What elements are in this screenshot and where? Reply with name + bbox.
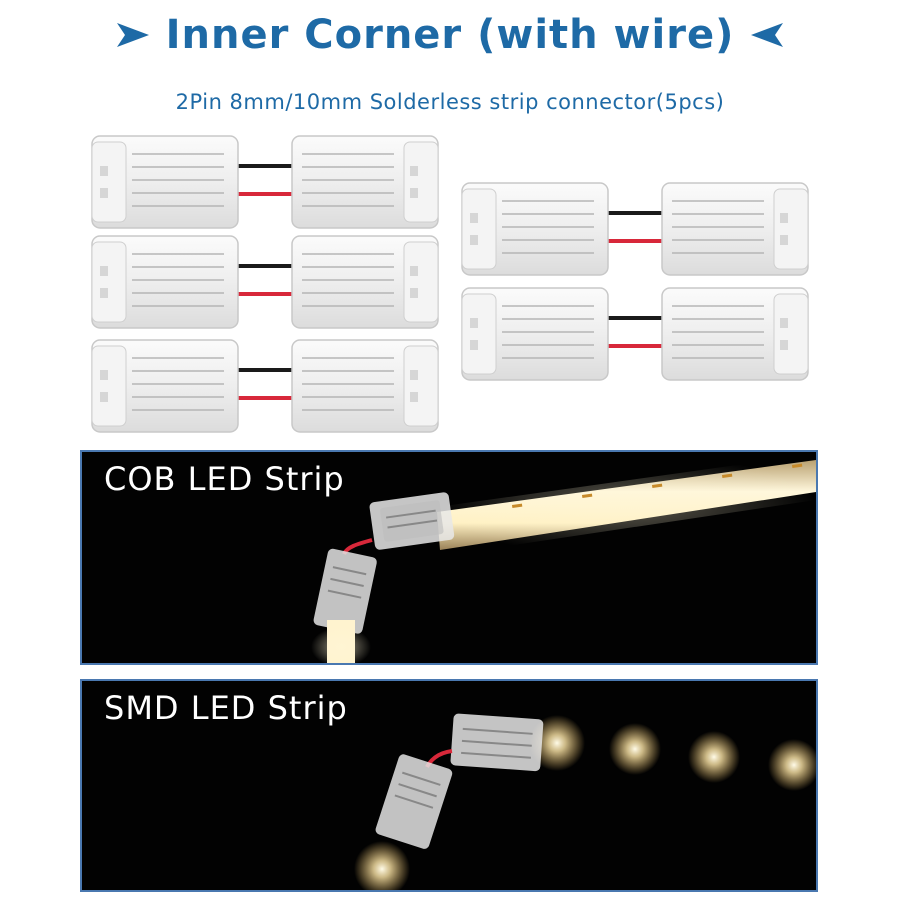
connector-pair-4: [461, 182, 809, 276]
connector-pair-5: [461, 287, 809, 381]
connector-pair-3: [91, 339, 439, 433]
cob-strip-photo: [311, 454, 816, 663]
page-title: Inner Corner (with wire): [165, 12, 735, 58]
title-bar: Inner Corner (with wire): [0, 12, 900, 58]
connector-product-image: [91, 135, 809, 433]
right-arrow-icon: [117, 23, 150, 47]
connector-pair-2: [91, 235, 439, 329]
smd-panel-label: SMD LED Strip: [104, 689, 348, 727]
cob-led-strip-panel: COB LED Strip: [80, 450, 818, 665]
connector-pair-1: [91, 135, 439, 229]
cob-panel-label: COB LED Strip: [104, 460, 345, 498]
smd-led-strip-panel: SMD LED Strip: [80, 679, 818, 892]
left-arrow-icon: [750, 23, 783, 47]
page-subtitle: 2Pin 8mm/10mm Solderless strip connector…: [175, 90, 725, 114]
smd-strip-photo: [354, 713, 816, 890]
